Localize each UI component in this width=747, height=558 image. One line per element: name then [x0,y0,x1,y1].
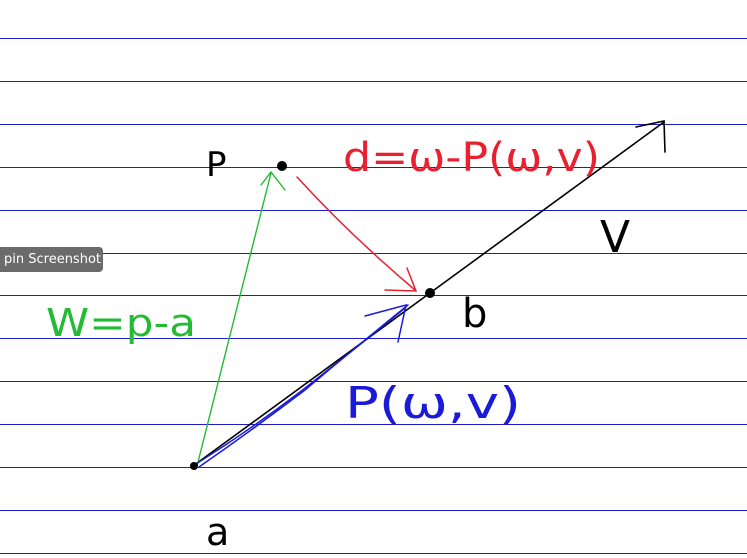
w-equation-label: W=p-a [46,301,196,345]
ruled-line [0,167,747,168]
point-a-dot [190,462,198,470]
vector-v-label: V [600,212,630,263]
ruled-line [0,553,747,554]
vector-d-arrow [296,176,418,292]
ruled-line [0,81,747,82]
projection-label: P(ω,v) [345,378,521,429]
d-equation-label: d=ω-P(ω,v) [343,135,600,181]
ruled-line [0,38,747,39]
ruled-line [0,338,747,339]
vector-w-arrow [196,170,286,467]
point-a-label: a [206,510,229,554]
point-b-dot [425,288,435,298]
projection-vector-arrow [195,303,409,468]
ruled-line [0,210,747,211]
pin-screenshot-button[interactable]: pin Screenshot [0,247,103,272]
ruled-line [0,467,747,468]
ruled-line [0,124,747,125]
point-p-dot [277,161,287,171]
ruled-line [0,510,747,511]
ruled-line [0,424,747,425]
ruled-line [0,381,747,382]
point-b-label: b [462,291,487,337]
ruled-line [0,295,747,296]
point-p-label: P [206,145,227,185]
